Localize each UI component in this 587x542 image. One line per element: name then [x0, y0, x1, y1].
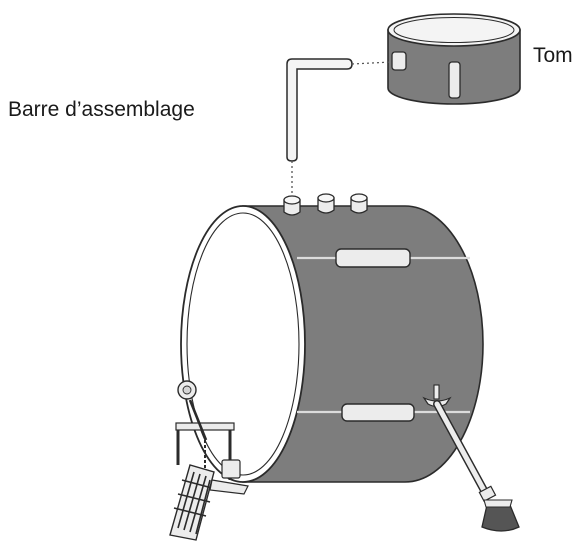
assembly-bar-label: Barre d’assemblage	[8, 98, 195, 121]
kick-pedal	[169, 380, 249, 541]
assembly-bar	[286, 58, 353, 162]
tom-label: Tom	[533, 44, 573, 67]
mount-knobs	[283, 193, 368, 216]
tom-alignment-line	[351, 61, 393, 65]
tom-drum	[387, 13, 521, 105]
bass-drum-spur	[433, 400, 520, 532]
upper-lug	[335, 248, 411, 268]
bass-drum	[180, 193, 484, 483]
lower-lug	[341, 403, 415, 422]
